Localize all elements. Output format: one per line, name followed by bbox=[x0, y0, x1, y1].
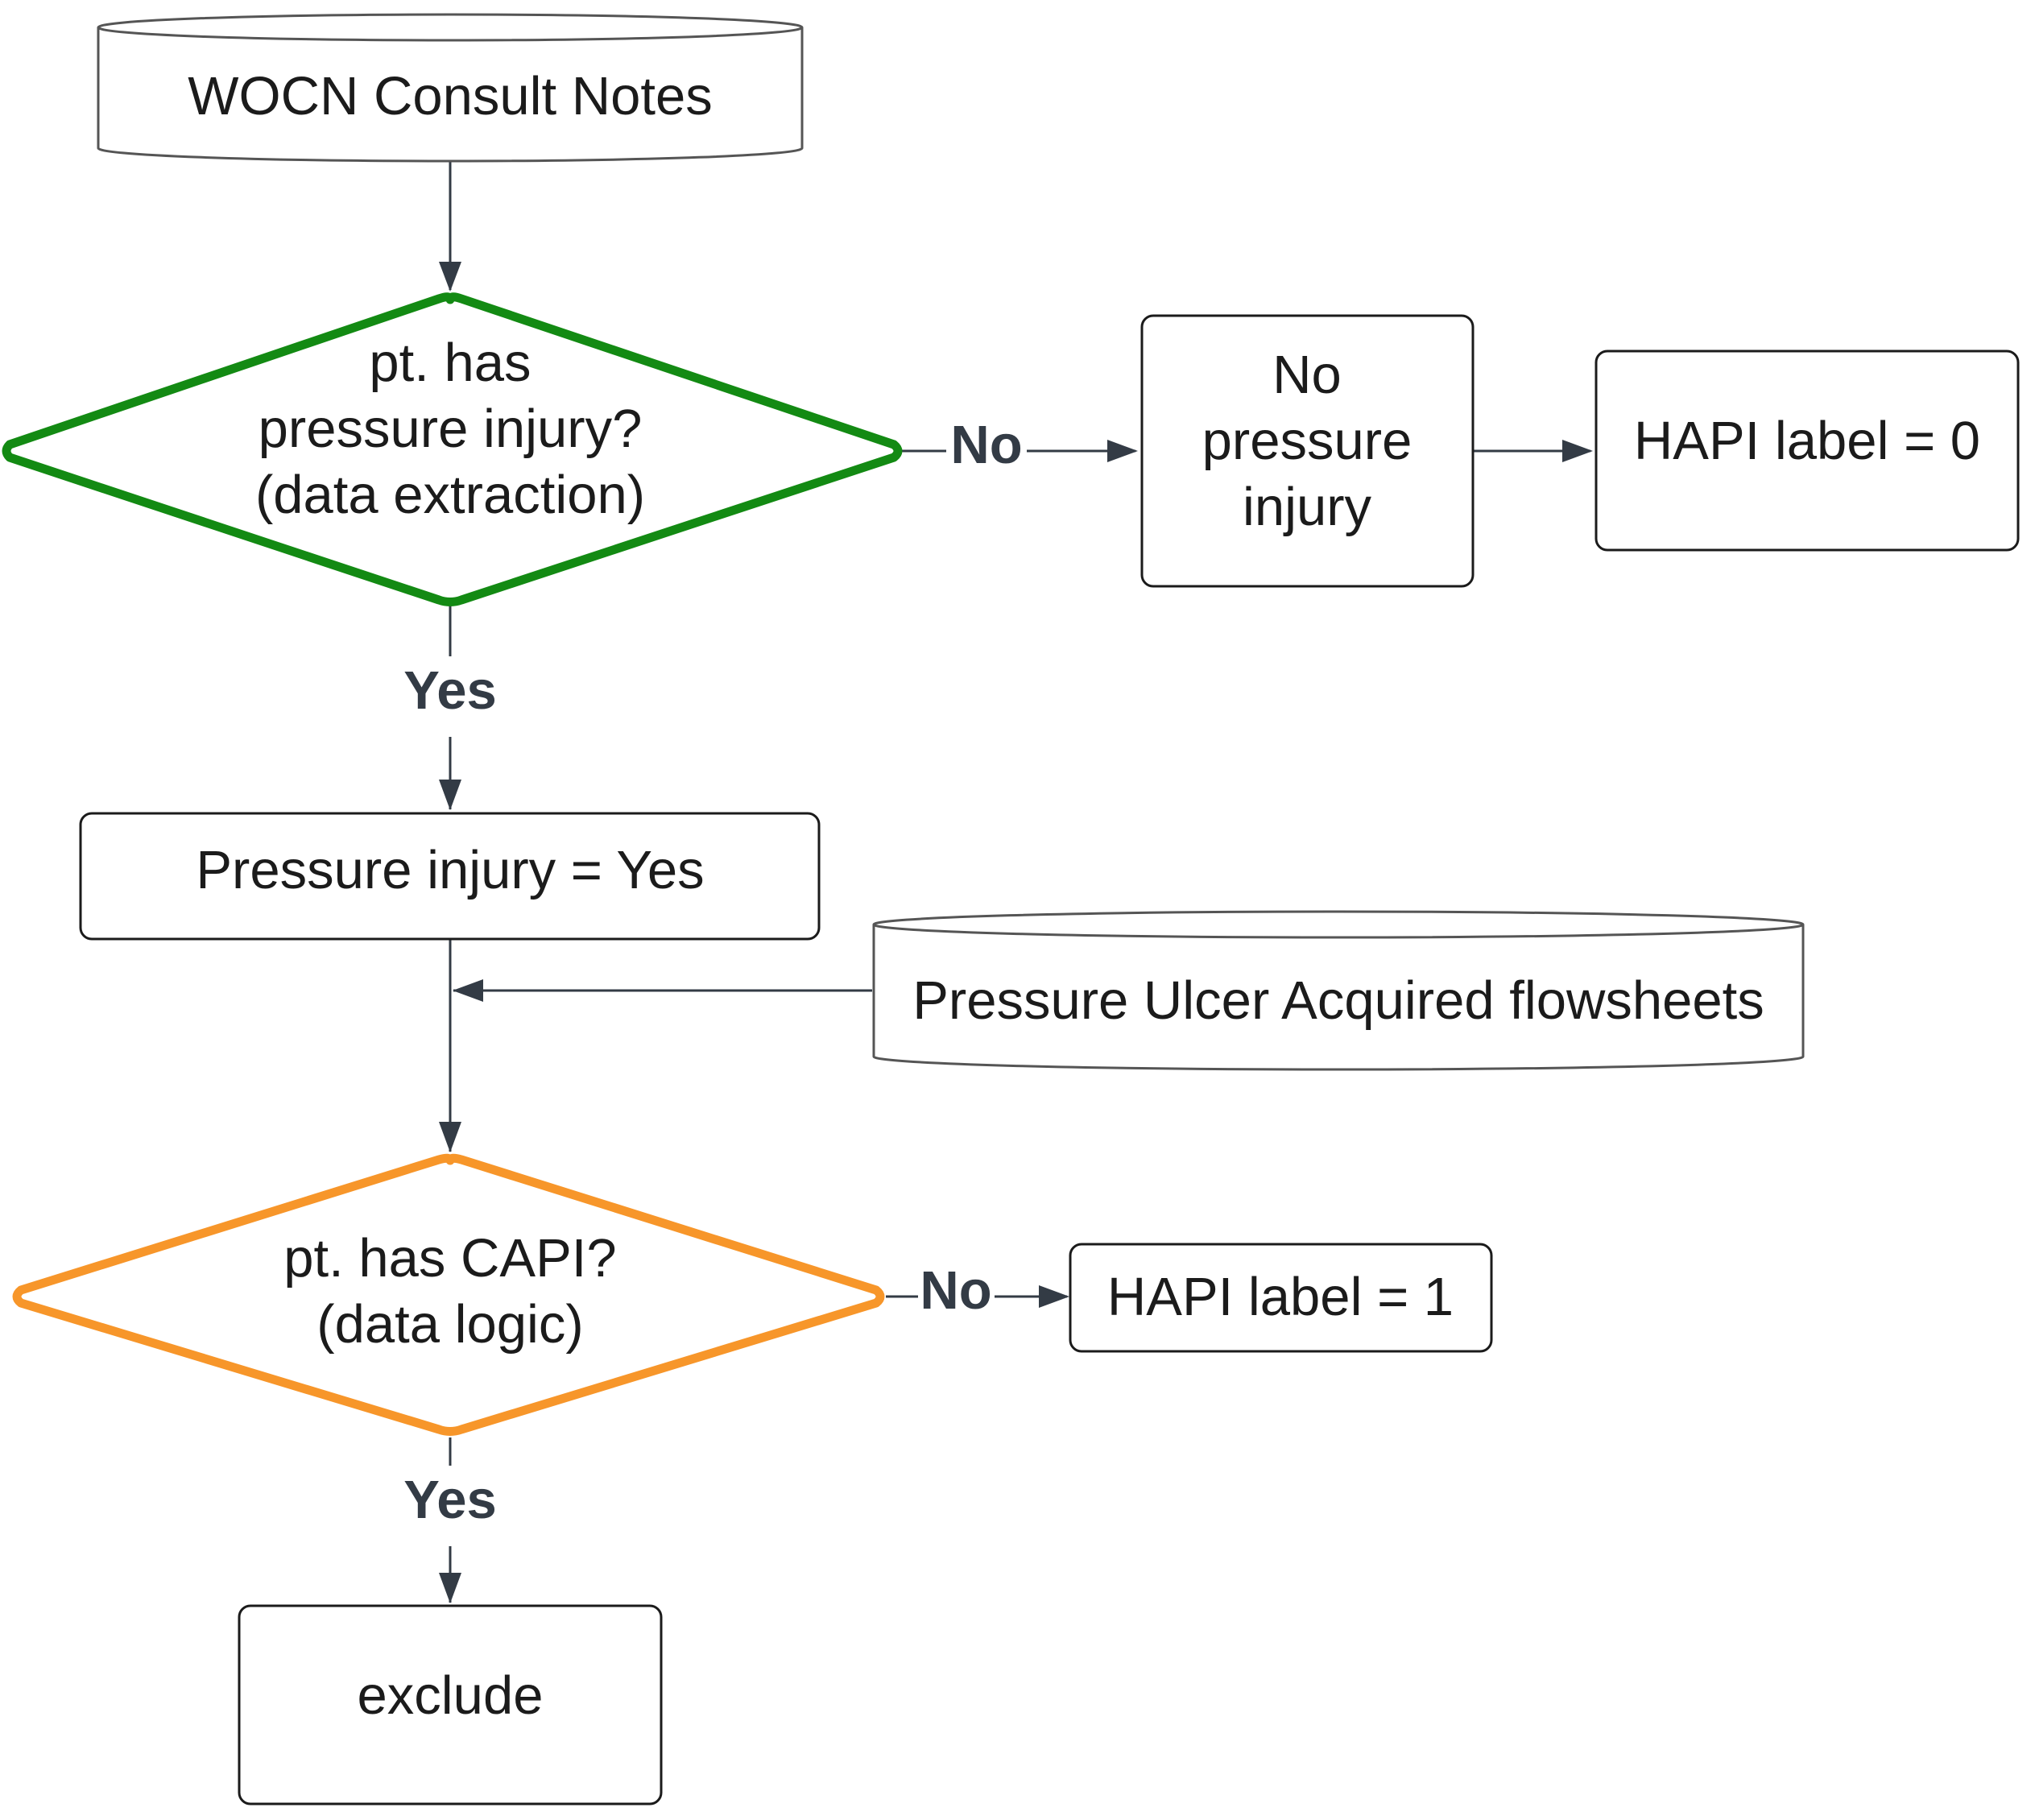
arrowhead bbox=[439, 262, 461, 292]
node-label-line: pressure injury? bbox=[259, 399, 643, 459]
edge-label-yes-2: Yes bbox=[403, 1470, 497, 1530]
node-label-line: (data extraction) bbox=[255, 465, 645, 525]
node-no-pressure-injury: No pressure injury bbox=[1140, 314, 1475, 588]
node-label: Pressure injury = Yes bbox=[196, 840, 704, 900]
node-label-line: pt. has CAPI? bbox=[283, 1228, 616, 1288]
edge-label-no-1: No bbox=[950, 415, 1022, 475]
arrowhead bbox=[1107, 440, 1138, 462]
arrowhead bbox=[439, 780, 461, 810]
node-label-line: pt. has bbox=[369, 333, 531, 393]
node-pressure-injury-yes: Pressure injury = Yes bbox=[79, 812, 821, 941]
node-label: exclude bbox=[358, 1665, 544, 1726]
node-label-line: pressure bbox=[1202, 411, 1413, 471]
arrowhead bbox=[1562, 440, 1593, 462]
node-label-line: No bbox=[1272, 345, 1342, 405]
decision-pressure-injury: pt. has pressure injury? (data extractio… bbox=[2, 292, 903, 606]
node-wocn-consult-notes: WOCN Consult Notes bbox=[97, 13, 804, 163]
arrowhead bbox=[453, 979, 483, 1002]
node-label: HAPI label = 0 bbox=[1634, 411, 1980, 471]
node-hapi-label-1: HAPI label = 1 bbox=[1069, 1243, 1493, 1353]
arrowhead bbox=[439, 1573, 461, 1603]
node-pressure-ulcer-flowsheets: Pressure Ulcer Acquired flowsheets bbox=[872, 910, 1805, 1071]
node-exclude: exclude bbox=[238, 1604, 663, 1806]
edge-label-no-2: No bbox=[920, 1260, 991, 1321]
decision-capi: pt. has CAPI? (data logic) bbox=[12, 1153, 885, 1436]
edge-label-yes-1: Yes bbox=[403, 660, 497, 721]
node-label: HAPI label = 1 bbox=[1107, 1267, 1454, 1327]
node-hapi-label-0: HAPI label = 0 bbox=[1594, 350, 2020, 552]
node-label: Pressure Ulcer Acquired flowsheets bbox=[912, 970, 1764, 1031]
node-label-line: injury bbox=[1243, 477, 1372, 537]
node-label: WOCN Consult Notes bbox=[188, 66, 713, 126]
arrowhead bbox=[439, 1122, 461, 1152]
node-label-line: (data logic) bbox=[316, 1294, 583, 1355]
arrowhead bbox=[1039, 1285, 1069, 1308]
